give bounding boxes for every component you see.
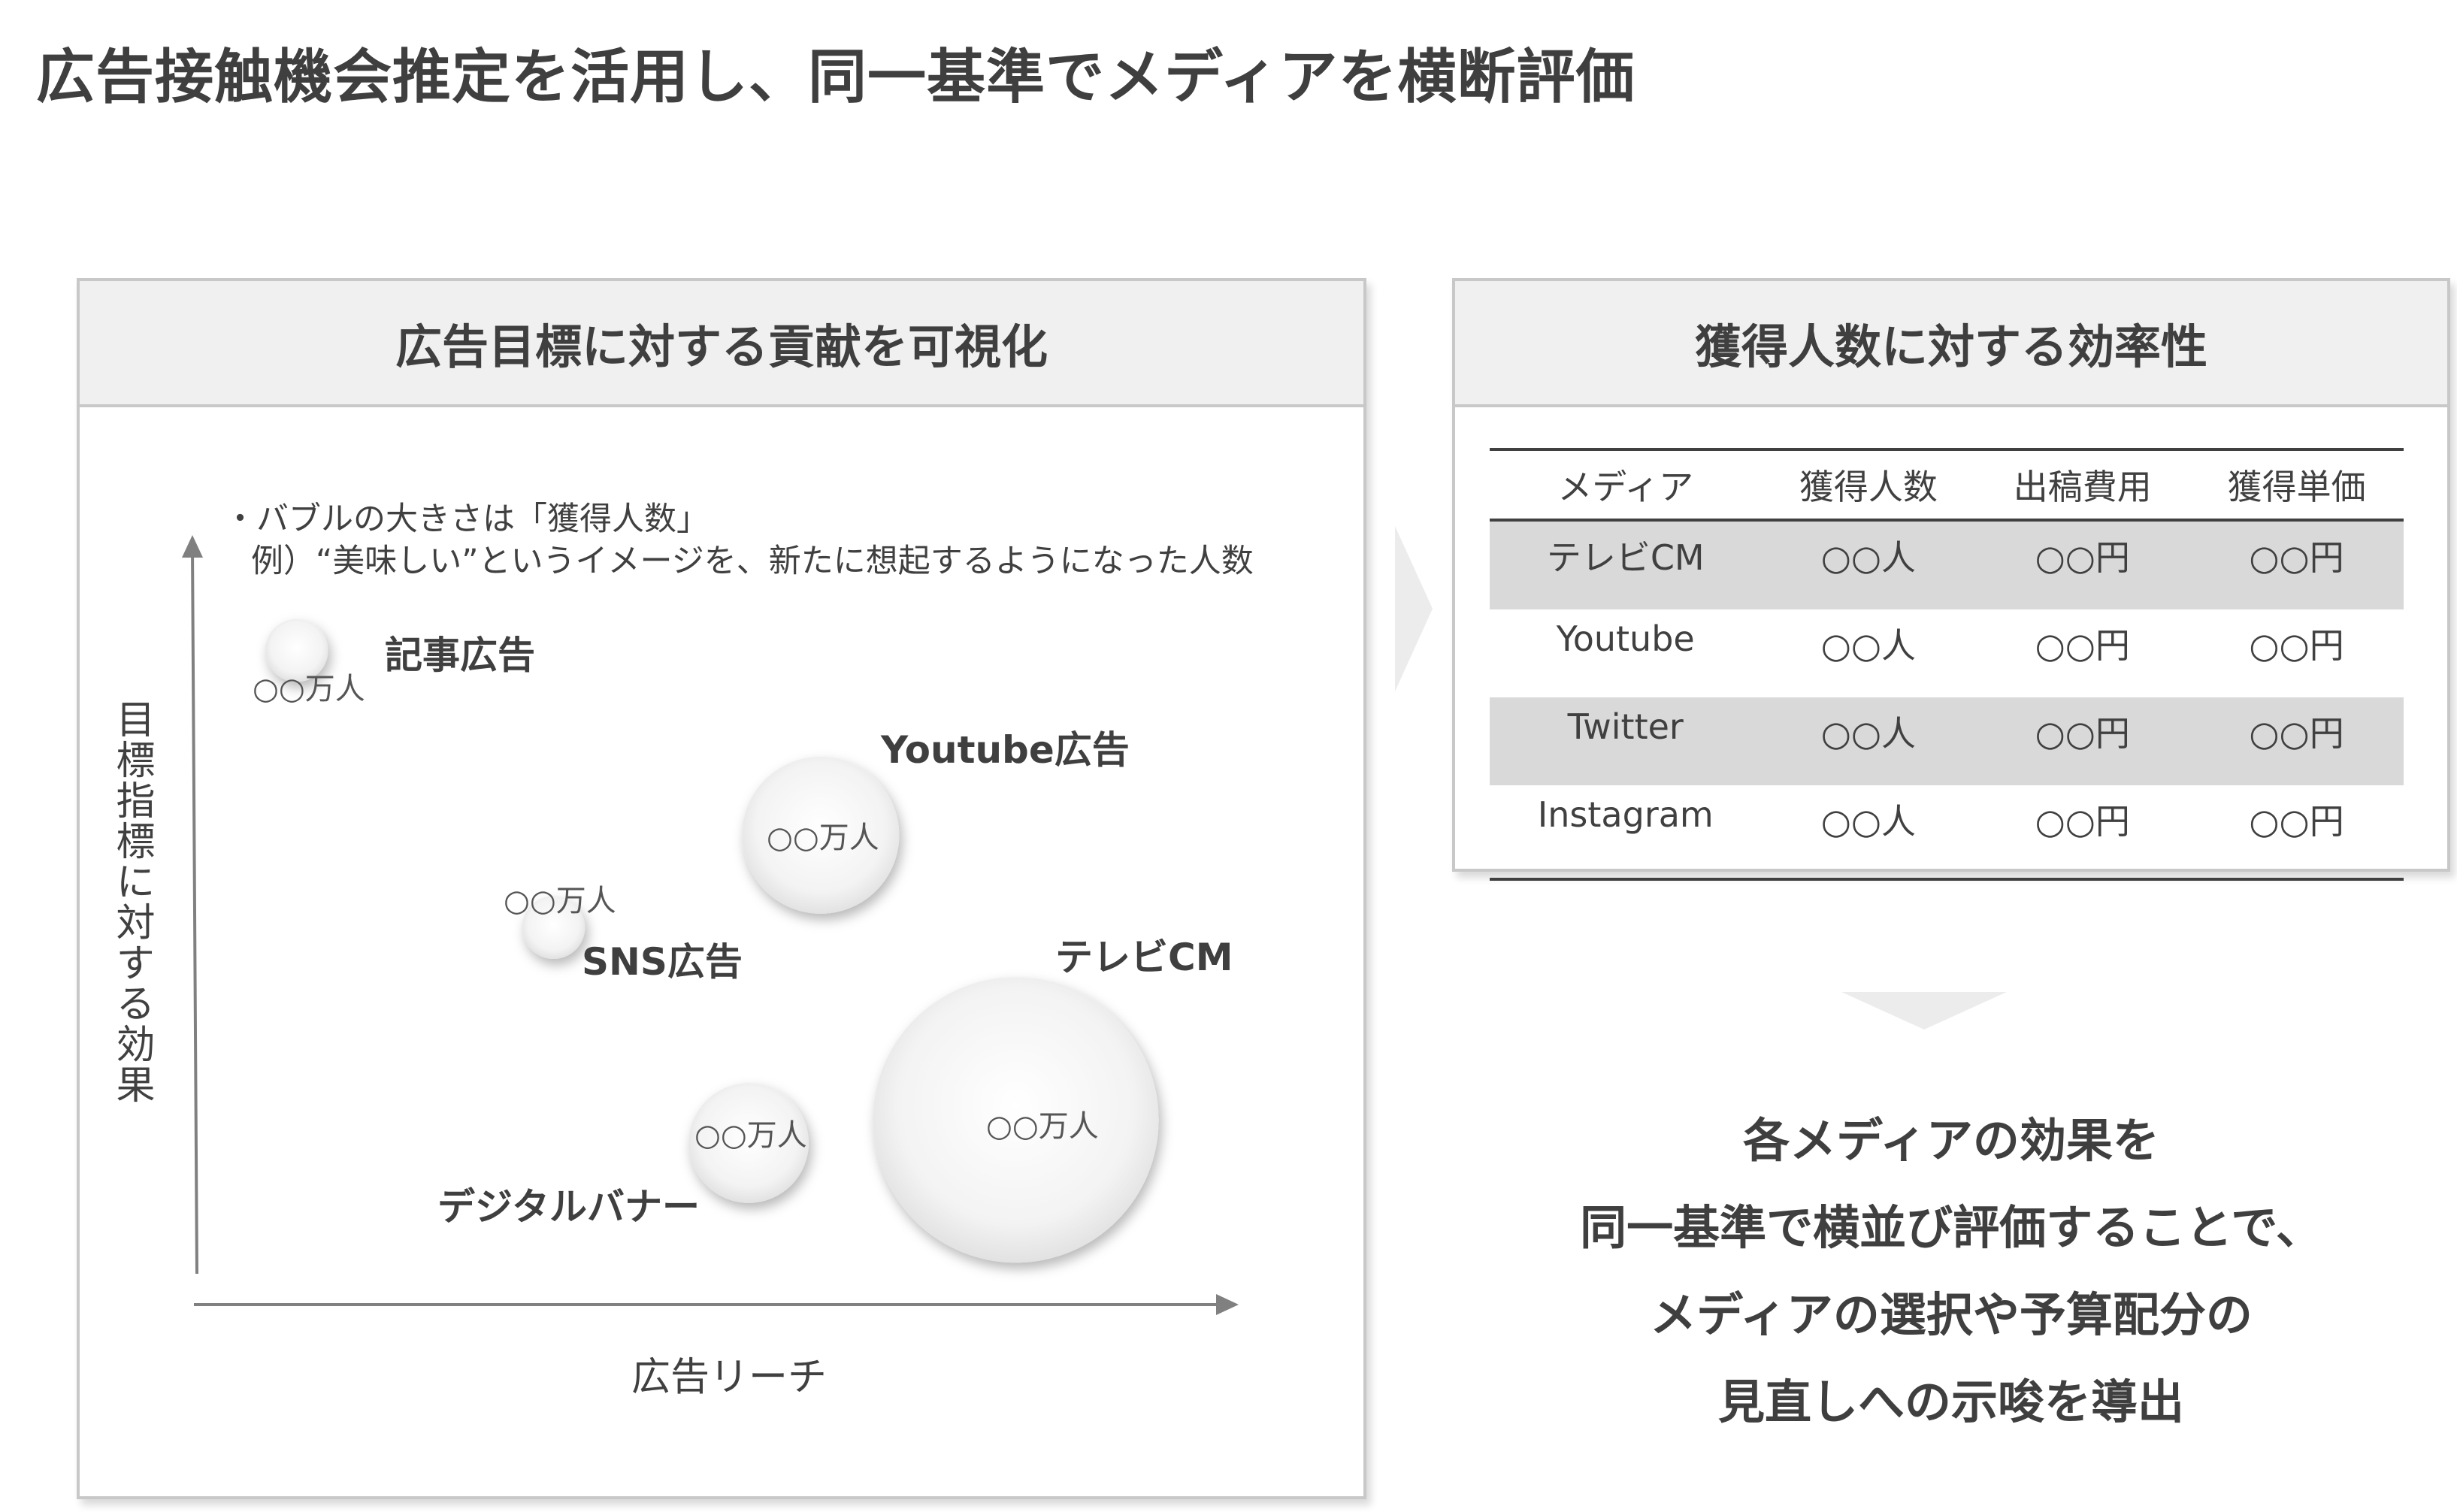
table-cell: ○○円 [1975,520,2190,609]
conclusion-line: 同一基準で横並び評価することで、 [1580,1200,2322,1255]
chevron-down-icon [1841,992,2007,1030]
efficiency-table: メディア 獲得人数 出稿費用 獲得単価 テレビCM ○○人 ○○円 ○○円 Yo… [1490,448,2404,881]
bubble-youtube [742,756,900,914]
column-header: 獲得単価 [2189,448,2404,522]
conclusion-line: 見直しへの示唆を導出 [1717,1374,2184,1429]
bubble-tvcm [873,977,1159,1263]
table-cell: ○○人 [1761,520,1976,609]
bubble-size-example: 例）“美味しい”というイメージを、新たに想起するようになった人数 [251,543,1254,580]
efficiency-panel-header: 獲得人数に対する効率性 [1455,281,2447,407]
contribution-panel: 広告目標に対する貢献を可視化 [77,278,1366,1499]
bubble-value-sns: ○○万人 [504,884,616,918]
table-cell: ○○人 [1761,785,1976,881]
table-header-row: メディア 獲得人数 出稿費用 獲得単価 [1490,448,2404,522]
bubble-banner [688,1083,809,1203]
bubble-value-article: ○○万人 [253,672,365,706]
table-cell: ○○円 [1975,785,2190,881]
bubble-value-banner: ○○万人 [694,1118,807,1153]
bubble-name-article: 記事広告 [385,634,535,677]
bubble-sns [522,896,586,960]
table-cell: Youtube [1556,618,1695,659]
column-header: 獲得人数 [1761,448,1976,522]
table-cell: ○○円 [2189,785,2404,881]
y-axis-arrow [182,535,203,558]
table-cell: ○○円 [2189,697,2404,785]
conclusion-line: 各メディアの効果を [1743,1113,2159,1168]
bubble-size-note: ・バブルの大きさは「獲得人数」 [224,500,709,538]
bubble-name-banner: デジタルバナー [437,1185,700,1229]
y-axis-label: 目標指標に対する効果 [109,699,154,1105]
contribution-panel-header: 広告目標に対する貢献を可視化 [80,281,1363,407]
column-header: 出稿費用 [1975,448,2190,522]
table-cell: ○○円 [2035,625,2130,666]
table-row: テレビCM ○○人 ○○円 ○○円 [1490,520,2404,609]
page-title: 広告接触機会推定を活用し、同一基準でメディアを横断評価 [36,44,1635,111]
x-axis-label: 広告リーチ [631,1355,828,1400]
chevron-right-icon [1395,526,1433,691]
table-cell: ○○円 [2189,520,2404,609]
table-cell: ○○円 [2249,625,2344,666]
bubble-value-tvcm: ○○万人 [986,1109,1099,1144]
table-row: Instagram ○○人 ○○円 ○○円 [1490,785,2404,881]
bubble-name-tvcm: テレビCM [1055,936,1233,979]
table-cell: ○○人 [1761,697,1976,785]
table-cell: ○○円 [1975,697,2190,785]
conclusion-line: メディアの選択や予算配分の [1650,1287,2253,1342]
table-cell: Instagram [1490,785,1762,881]
table-cell: ○○人 [1820,625,1917,666]
bubble-name-youtube: Youtube広告 [881,728,1130,772]
table-row: Youtube ○○人 ○○円 ○○円 [1490,609,2404,697]
table-row: Twitter ○○人 ○○円 ○○円 [1490,697,2404,785]
table-cell: Twitter [1490,697,1762,785]
bubble-article [265,618,328,682]
table-cell: テレビCM [1490,520,1762,609]
conclusion-text: 各メディアの効果を 同一基準で横並び評価することで、 メディアの選択や予算配分の… [1452,1097,2450,1446]
column-header: メディア [1490,448,1762,522]
x-axis-arrow [1216,1294,1239,1315]
bubble-name-sns: SNS広告 [582,940,743,984]
bubble-value-youtube: ○○万人 [767,821,879,855]
y-axis [191,548,198,1275]
